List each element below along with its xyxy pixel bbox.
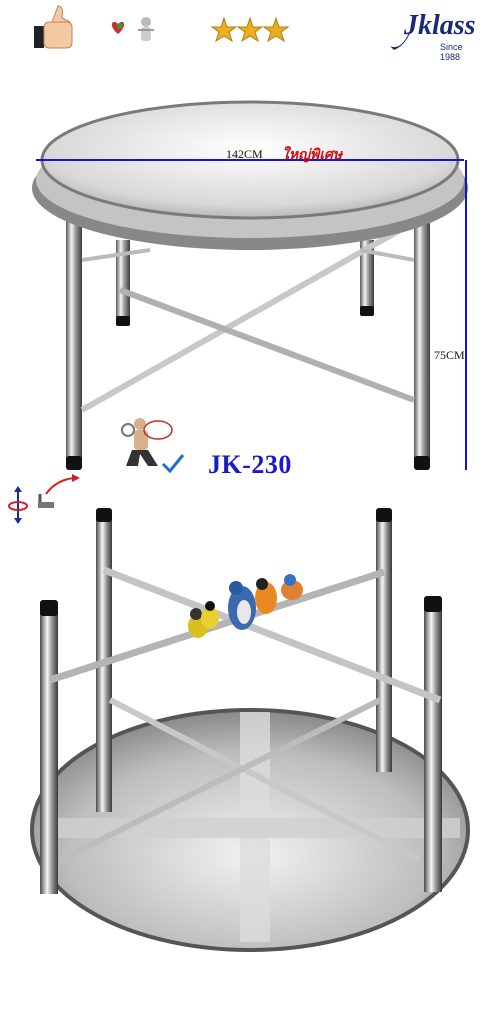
table-leg <box>66 220 82 460</box>
rating-stars <box>210 16 290 43</box>
brand-swoosh <box>390 26 412 50</box>
leg-cap <box>96 508 112 522</box>
cross-brace <box>58 697 382 863</box>
thumbs-up-icon <box>34 5 73 49</box>
table-leg <box>360 240 374 310</box>
table-inverted-image <box>30 508 470 952</box>
folded-leg <box>424 600 442 892</box>
star-icon <box>236 16 264 43</box>
promo-text: ใหญ่พิเศษ <box>282 147 343 163</box>
leg-foot <box>116 316 130 326</box>
leg-cap <box>40 600 58 616</box>
leg-cap <box>376 508 392 522</box>
bird-icon <box>255 578 277 614</box>
frame-rail <box>359 248 415 262</box>
table-leg <box>116 240 130 320</box>
checkmark-icon <box>161 454 185 474</box>
cross-brace <box>108 697 422 863</box>
height-dimension-label: 75CM <box>434 348 465 362</box>
leg-foot <box>414 456 430 470</box>
cross-brace <box>48 568 386 684</box>
table-leg <box>414 220 430 460</box>
brand-tagline: Since 1988 <box>440 42 463 62</box>
star-icon <box>262 16 290 43</box>
leg-foot <box>66 456 82 470</box>
cross-brace <box>102 566 442 704</box>
heart-icon <box>111 21 125 34</box>
folded-leg <box>40 604 58 894</box>
cross-brace <box>80 227 402 413</box>
top-icons-svg <box>34 5 290 49</box>
width-dimension-label: 142CM <box>226 147 263 161</box>
bird-icon <box>201 601 219 629</box>
cross-brace <box>118 287 416 403</box>
brand-logo: Jklass Since 1988 <box>382 6 482 62</box>
table-upright-image <box>32 100 468 470</box>
brand-name: Jklass <box>404 10 476 41</box>
model-code: JK-230 <box>208 450 292 479</box>
folded-leg <box>376 512 392 772</box>
bird-icon <box>228 581 256 630</box>
top-icon-row: Jklass Since 1988 <box>0 0 500 62</box>
cross-rail <box>40 818 460 838</box>
rotate-foot-icon <box>8 474 80 524</box>
leg-cap <box>424 596 442 612</box>
leg-foot <box>360 306 374 316</box>
squatting-person-icon <box>121 418 173 466</box>
doctor-icon <box>138 17 154 41</box>
frame-rail <box>81 248 151 262</box>
star-icon <box>210 16 238 43</box>
bird-icon <box>281 574 303 600</box>
